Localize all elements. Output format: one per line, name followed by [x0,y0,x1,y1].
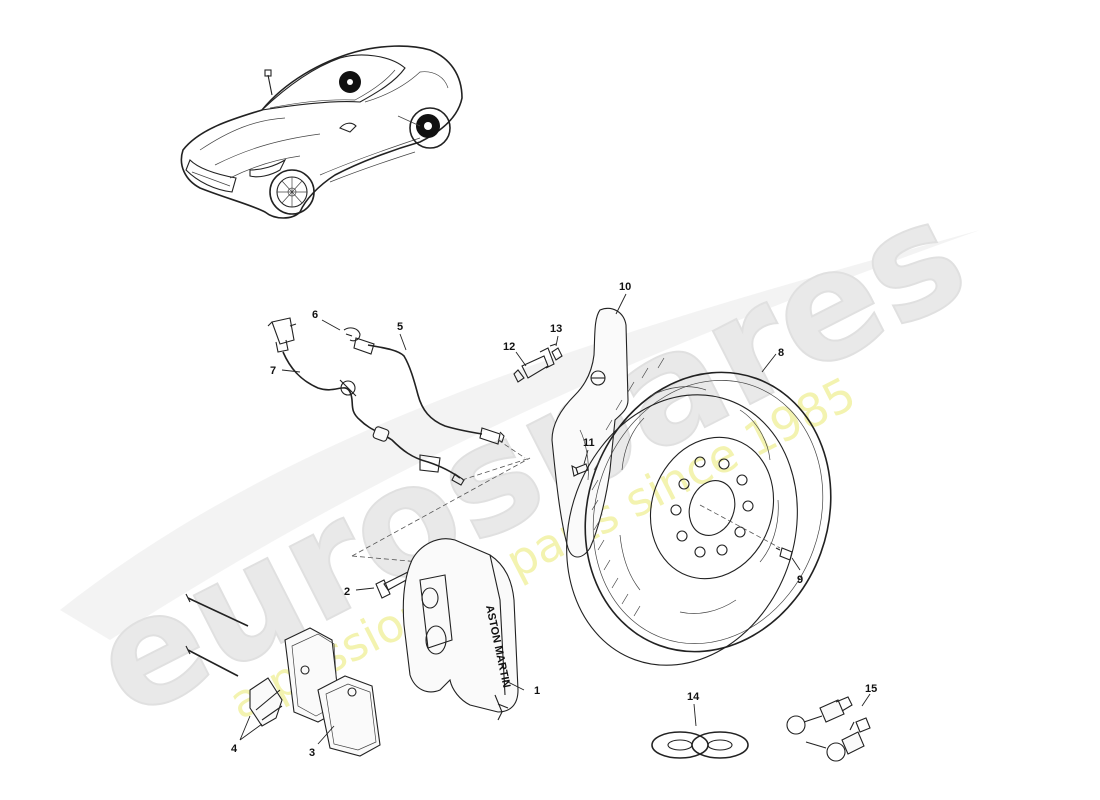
callout-15: 15 [865,683,877,695]
watermark-logo: eurospares [67,166,991,752]
part-10-splash-shield [551,307,629,558]
part-1-brake-caliper: ASTON MARTIN [402,538,519,721]
part-3-brake-pads [284,627,381,757]
assembly-guide-lines [351,439,531,563]
callout-10: 10 [619,281,631,293]
callout-14: 14 [687,691,700,703]
part-15-bleed-nipples [786,696,871,762]
watermark-swoosh [60,230,980,640]
callout-9: 9 [797,574,803,586]
callout-4: 4 [231,743,238,755]
callout-2: 2 [344,586,350,598]
callout-11: 11 [583,437,595,449]
callout-3: 3 [309,747,315,759]
callout-13: 13 [550,323,562,335]
part-7-abs-sensor-harness [267,317,465,486]
callout-5: 5 [397,321,403,333]
callout-1: 1 [534,685,540,697]
part-14-washers [651,731,749,759]
part-8-brake-disc [566,357,832,666]
callout-12: 12 [503,341,515,353]
callout-leaders [239,293,871,745]
callout-7: 7 [270,365,276,377]
part-11-shield-bolt [571,463,589,477]
callout-6: 6 [312,309,318,321]
part-9-disc-screw [775,547,793,561]
part-5-brake-hose [353,337,505,445]
part-13-sensor-bolt [549,343,563,361]
car-illustration [180,45,463,219]
part-6-clip [343,327,361,342]
part-12-abs-sensor [513,347,555,383]
callout-8: 8 [778,347,784,359]
callouts: 1 2 3 4 5 6 7 8 9 10 11 12 13 14 15 [231,281,877,759]
part-4-pad-pins-and-spring [185,593,283,727]
